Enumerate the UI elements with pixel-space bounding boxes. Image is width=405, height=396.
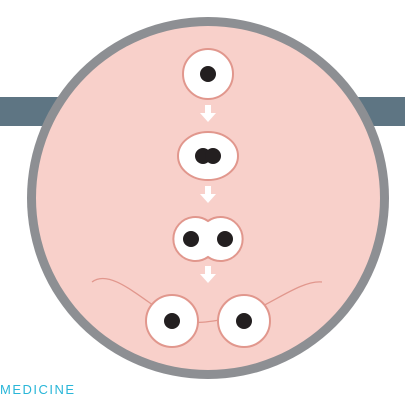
nucleus <box>200 66 216 82</box>
two-cell-embryo-icon <box>173 217 242 261</box>
caption-medicine: MEDICINE <box>0 383 76 396</box>
nucleus-right <box>217 231 233 247</box>
single-cell-icon <box>183 49 233 99</box>
nucleus-left <box>183 231 199 247</box>
nucleus-right <box>236 313 252 329</box>
nucleus-right <box>205 148 221 164</box>
nucleus-left <box>164 313 180 329</box>
dividing-nucleus-icon <box>178 132 238 180</box>
